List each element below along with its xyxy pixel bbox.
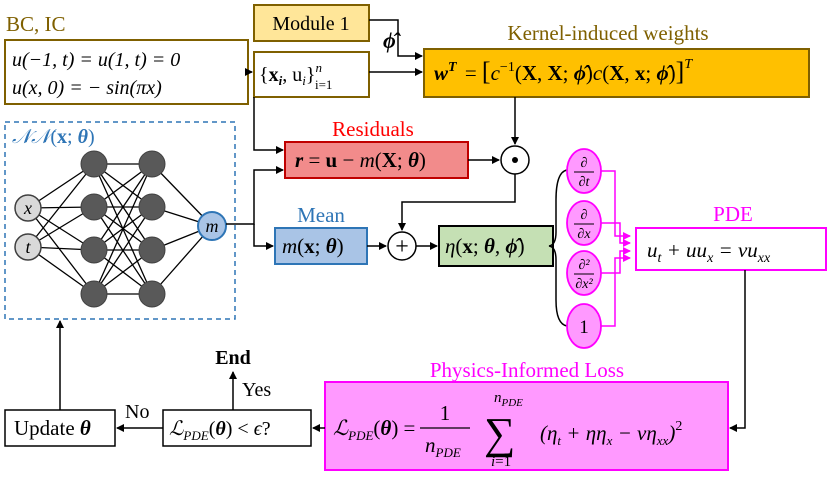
output-node	[197, 211, 227, 241]
module1-box	[253, 4, 370, 42]
hidden-node	[80, 280, 108, 308]
update-box	[4, 409, 116, 447]
eta-brace	[548, 169, 568, 327]
network-frame	[4, 121, 236, 320]
mean-title: Mean	[297, 203, 345, 227]
mean-box	[274, 227, 368, 265]
network-edge	[27, 163, 95, 248]
derivative-numerator: ∂	[581, 156, 588, 171]
loss-title: Physics-Informed Loss	[430, 358, 624, 382]
network-edge	[93, 206, 153, 295]
eta-formula: η(x; θ, ϕ̂)	[445, 234, 525, 258]
loss-frac-num: 1	[440, 401, 451, 425]
check-formula: ℒPDE(θ) < ϵ?	[169, 418, 271, 443]
residuals-formula: r = u − m(X; θ)	[295, 148, 426, 172]
network-edge	[93, 163, 153, 251]
plus-symbol: +	[395, 234, 409, 260]
network-edge	[93, 163, 153, 295]
loss-lhs: ℒPDE(θ) =	[333, 416, 415, 443]
residuals-title: Residuals	[332, 117, 414, 141]
pde-title: PDE	[713, 202, 753, 226]
bcic-line2: u(x, 0) = − sin(πx)	[12, 77, 162, 99]
hidden-node	[80, 150, 108, 178]
input-node-label: x	[23, 198, 32, 218]
kernel-formula: wT = [c−1(X, X; ϕ̂)c(X, x; ϕ̂)]T	[434, 57, 693, 86]
pde-box	[635, 227, 827, 271]
hidden-node	[138, 280, 166, 308]
hidden-node	[138, 150, 166, 178]
input-node-label: t	[25, 237, 31, 257]
network-edges	[27, 163, 213, 295]
hidden-node	[138, 193, 166, 221]
kernel-box	[423, 48, 810, 98]
network-edge	[151, 225, 213, 295]
derivative-operators: ∂ ∂t ∂ ∂x ∂² ∂x² 1	[566, 148, 602, 349]
hadamard-dot	[512, 157, 518, 163]
pde-formula: ut + uux = νuxx	[647, 238, 771, 266]
loss-sum-top: nPDE	[494, 390, 523, 409]
derivative-denominator: ∂t	[579, 175, 591, 190]
derivative-arrow	[601, 247, 631, 274]
update-label: Update θ	[14, 416, 91, 440]
derivative-numerator: ∂	[581, 208, 588, 223]
kernel-title: Kernel-induced weights	[507, 21, 708, 45]
derivative-denominator: ∂x²	[575, 277, 593, 292]
module1-label: Module 1	[272, 13, 349, 35]
derivative-numerator: ∂²	[578, 258, 590, 273]
bcic-title: BC, IC	[6, 12, 66, 36]
loss-sum: ∑	[484, 409, 515, 458]
yes-label: Yes	[242, 379, 271, 401]
residuals-box	[284, 141, 469, 179]
input-node	[14, 194, 42, 222]
mean-formula: m(x; θ)	[282, 234, 344, 258]
no-label: No	[125, 401, 149, 423]
hidden-node	[138, 236, 166, 264]
hidden-node	[80, 193, 108, 221]
derivative-arrow	[601, 222, 631, 247]
output-node-label: m	[206, 216, 219, 236]
derivative-arrow	[601, 170, 631, 240]
arrows	[56, 19, 746, 432]
eta-box	[438, 225, 554, 267]
data-points-box	[253, 51, 370, 98]
loss-sum-bottom: i=1	[491, 454, 511, 470]
bcic-box	[4, 39, 249, 105]
network-nodes: xt m	[14, 150, 227, 308]
hidden-node	[80, 236, 108, 264]
bcic-line1: u(−1, t) = u(1, t) = 0	[12, 49, 180, 71]
derivative-arrow	[601, 254, 631, 327]
phi-hat-label: ϕ̂	[383, 28, 402, 53]
loss-summand: (ηt + ηηx − νηxx)2	[540, 419, 682, 448]
end-label: End	[215, 347, 251, 369]
derivative-label: 1	[579, 317, 589, 338]
derivative-denominator: ∂x	[577, 227, 591, 242]
input-node	[14, 233, 42, 261]
network-title: 𝒩𝒩(x; θ)	[12, 126, 95, 148]
loss-box	[324, 381, 729, 471]
network-edge	[27, 207, 95, 295]
derivative-arrows	[601, 170, 631, 327]
